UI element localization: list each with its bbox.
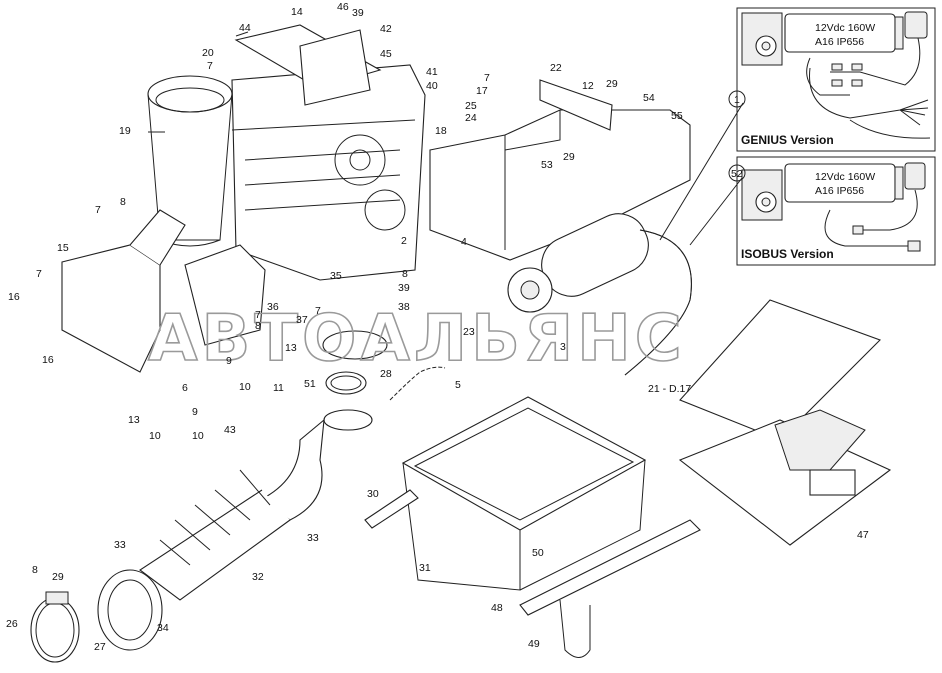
callout: 53 <box>541 159 553 171</box>
genius-motor-spec-1: 12Vdc 160W <box>815 22 875 34</box>
callout: 8 <box>255 320 261 332</box>
callout: 12 <box>582 80 594 92</box>
callout: 10 <box>149 430 161 442</box>
callout: 26 <box>6 618 18 630</box>
callout: 28 <box>380 368 392 380</box>
callout: 21 - D.17 <box>648 383 691 395</box>
leader-lines <box>148 31 744 246</box>
callout: 22 <box>550 62 562 74</box>
callout: 8 <box>120 196 126 208</box>
callout: 7 <box>255 309 261 321</box>
callout: 33 <box>114 539 126 551</box>
callout: 30 <box>367 488 379 500</box>
hose-clamp <box>322 330 388 395</box>
chain <box>389 366 446 401</box>
callout: 23 <box>463 326 475 338</box>
callout: 54 <box>643 92 655 104</box>
pipe-clamp <box>30 591 80 663</box>
callout: 35 <box>330 270 342 282</box>
callout: 7 <box>207 60 213 72</box>
callout: 41 <box>426 66 438 78</box>
callout: 29 <box>606 78 618 90</box>
callout: 42 <box>380 23 392 35</box>
callout: 9 <box>192 406 198 418</box>
callout: 19 <box>119 125 131 137</box>
callout: 13 <box>128 414 140 426</box>
callout: 8 <box>402 268 408 280</box>
genius-motor-spec-2: A16 IP656 <box>815 36 864 48</box>
callout: 32 <box>252 571 264 583</box>
callout: 7 <box>36 268 42 280</box>
callout: 48 <box>491 602 503 614</box>
callout-circle <box>728 90 746 108</box>
callout: 29 <box>563 151 575 163</box>
callout: 50 <box>532 547 544 559</box>
callout: 10 <box>192 430 204 442</box>
callout: 13 <box>285 342 297 354</box>
callout: 37 <box>296 314 308 326</box>
callout: 9 <box>226 355 232 367</box>
weighing-scale-case <box>678 299 892 546</box>
callout: 18 <box>435 125 447 137</box>
callout: 10 <box>239 381 251 393</box>
callout: 20 <box>202 47 214 59</box>
callout: 16 <box>42 354 54 366</box>
callout: 45 <box>380 48 392 60</box>
callout: 38 <box>398 301 410 313</box>
hose-assembly <box>97 409 373 651</box>
callout: 34 <box>157 622 169 634</box>
callout: 7 <box>484 72 490 84</box>
isobus-version-label: ISOBUS Version <box>741 247 834 261</box>
slotted-strip <box>364 489 701 658</box>
callout: 7 <box>315 305 321 317</box>
callout-circle <box>728 164 746 182</box>
callout: 14 <box>291 6 303 18</box>
side-bracket <box>61 209 266 373</box>
callout: 31 <box>419 562 431 574</box>
callout: 46 <box>337 1 349 13</box>
callout: 7 <box>95 204 101 216</box>
callout: 15 <box>57 242 69 254</box>
inset-genius-box: 12Vdc 160W A16 IP656 GENIUS Version <box>736 7 936 152</box>
isobus-motor-spec-1: 12Vdc 160W <box>815 171 875 183</box>
callout: 51 <box>304 378 316 390</box>
callout: 55 <box>671 110 683 122</box>
callout: 33 <box>307 532 319 544</box>
callout: 8 <box>32 564 38 576</box>
inset-isobus-box: 12Vdc 160W A16 IP656 ISOBUS Version <box>736 156 936 266</box>
genius-version-label: GENIUS Version <box>741 133 834 147</box>
callout-labels: 14 46 39 42 45 44 20 7 41 40 19 8 7 15 7… <box>6 1 869 653</box>
callout: 29 <box>52 571 64 583</box>
motor-housing <box>429 79 691 261</box>
callout: 3 <box>560 341 566 353</box>
watermark: АВТОАЛЬЯНС <box>148 302 686 376</box>
callout: 52 <box>731 168 743 180</box>
drive-motor <box>507 213 692 376</box>
top-cover <box>234 24 382 106</box>
callout: 40 <box>426 80 438 92</box>
callout: 27 <box>94 641 106 653</box>
isobus-motor-spec-2: A16 IP656 <box>815 185 864 197</box>
callout: 39 <box>352 7 364 19</box>
callout: 11 <box>273 382 284 394</box>
callout: 17 <box>476 85 488 97</box>
callout: 1 <box>734 94 740 106</box>
callout: 2 <box>401 235 407 247</box>
callout: 6 <box>182 382 188 394</box>
callout: 49 <box>528 638 540 650</box>
calibration-tray <box>401 396 647 591</box>
callout: 16 <box>8 291 20 303</box>
callout: 25 <box>465 100 477 112</box>
callout: 44 <box>239 22 251 34</box>
callout: 4 <box>461 236 467 248</box>
callout: 5 <box>455 379 461 391</box>
callout: 24 <box>465 112 477 124</box>
callout: 39 <box>398 282 410 294</box>
callout: 36 <box>267 301 279 313</box>
callout: 43 <box>224 424 236 436</box>
callout: 47 <box>857 529 869 541</box>
